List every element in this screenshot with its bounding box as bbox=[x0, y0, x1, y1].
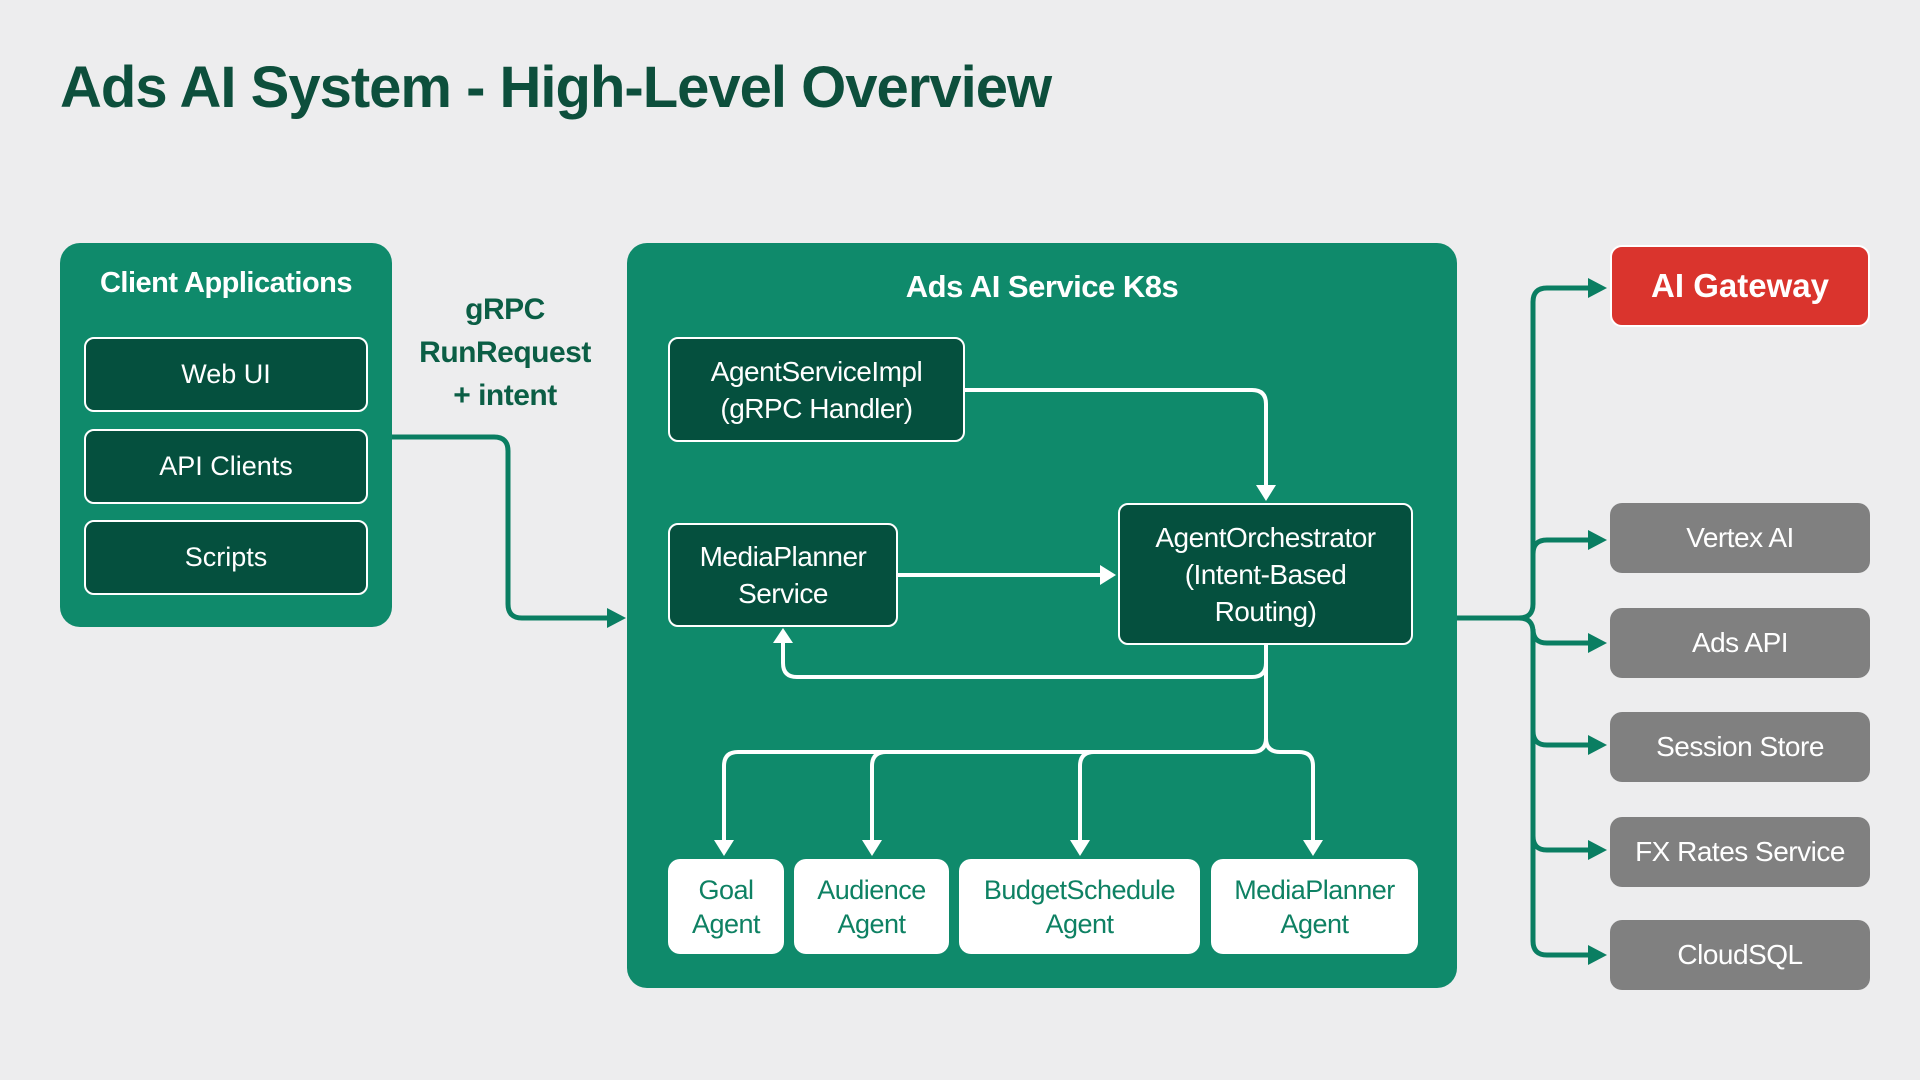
connector-branch-ads-api bbox=[1530, 628, 1589, 646]
connector-service-to-cloudsql bbox=[1457, 615, 1589, 958]
grpc-request-label-line2: RunRequest bbox=[419, 336, 591, 369]
agent-node-media-planner: MediaPlanner Agent bbox=[1211, 859, 1418, 954]
external-service-ads-api: Ads API bbox=[1610, 608, 1870, 678]
agent-orchestrator-line3: Routing) bbox=[1214, 595, 1317, 627]
client-panel-title: Client Applications bbox=[99, 267, 353, 299]
connector-client-to-service bbox=[392, 434, 608, 621]
agent-service-impl-node: AgentServiceImpl (gRPC Handler) bbox=[668, 337, 965, 442]
client-item-api-clients: API Clients bbox=[84, 429, 368, 504]
arrowhead-client-to-service bbox=[607, 608, 626, 628]
arrowhead-vertex-ai bbox=[1588, 530, 1607, 550]
agent-orchestrator-line1: AgentOrchestrator bbox=[1155, 521, 1376, 553]
grpc-request-label-line3: + intent bbox=[453, 379, 557, 412]
connector-branch-session-store bbox=[1530, 730, 1589, 748]
client-item-scripts: Scripts bbox=[84, 520, 368, 595]
media-planner-service-line2: Service bbox=[738, 578, 828, 609]
external-service-fx-rates: FX Rates Service bbox=[1610, 817, 1870, 887]
external-service-session-store: Session Store bbox=[1610, 712, 1870, 782]
agent-node-budget-schedule: BudgetSchedule Agent bbox=[959, 859, 1200, 954]
agent-node-goal: Goal Agent bbox=[668, 859, 784, 954]
grpc-request-label: gRPC RunRequest + intent bbox=[380, 288, 630, 417]
arrowhead-session-store bbox=[1588, 735, 1607, 755]
service-panel-title: Ads AI Service K8s bbox=[905, 269, 1179, 304]
connector-branch-fx-rates bbox=[1530, 835, 1589, 853]
arrowhead-ads-api bbox=[1588, 633, 1607, 653]
grpc-request-label-line1: gRPC bbox=[465, 293, 545, 326]
agent-orchestrator-node: AgentOrchestrator (Intent-Based Routing) bbox=[1118, 503, 1413, 645]
agent-orchestrator-line2: (Intent-Based bbox=[1184, 558, 1347, 590]
page-title: Ads AI System - High-Level Overview bbox=[60, 55, 1052, 120]
media-planner-service-line1: MediaPlanner bbox=[699, 541, 867, 572]
agent-service-impl-line1: AgentServiceImpl bbox=[710, 355, 923, 387]
ai-gateway-node: AI Gateway bbox=[1610, 245, 1870, 327]
media-planner-service-node: MediaPlanner Service bbox=[668, 523, 898, 627]
arrowhead-gateway bbox=[1588, 278, 1607, 298]
agent-service-impl-line2: (gRPC Handler) bbox=[720, 392, 913, 424]
connector-service-to-gateway bbox=[1457, 285, 1589, 621]
external-service-vertex-ai: Vertex AI bbox=[1610, 503, 1870, 573]
arrowhead-fx-rates bbox=[1588, 840, 1607, 860]
connector-branch-vertex-ai bbox=[1530, 537, 1589, 555]
arrowhead-cloudsql bbox=[1588, 945, 1607, 965]
client-applications-panel: Client Applications Web UI API Clients S… bbox=[60, 243, 392, 627]
external-service-cloudsql: CloudSQL bbox=[1610, 920, 1870, 990]
agent-node-audience: Audience Agent bbox=[794, 859, 949, 954]
client-item-web-ui: Web UI bbox=[84, 337, 368, 412]
